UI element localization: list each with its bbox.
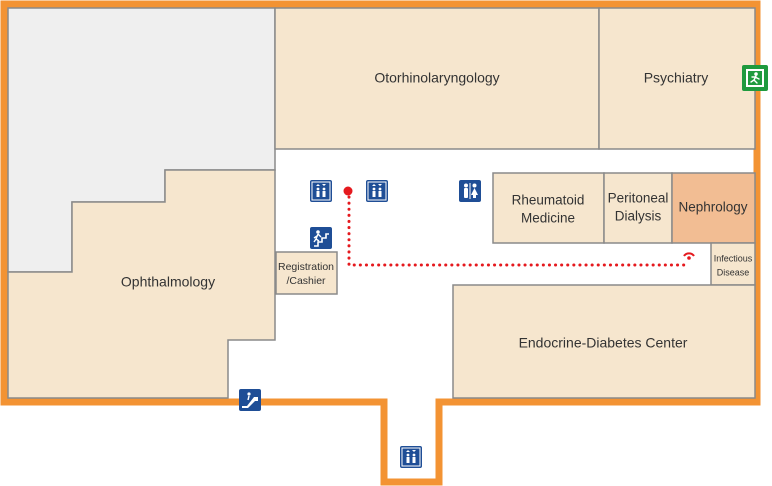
- you-are-here-icon: [343, 186, 353, 196]
- label-rheumatoid-line2: Medicine: [521, 211, 575, 226]
- elevator-icon[interactable]: [400, 446, 422, 468]
- label-registration-line2: /Cashier: [286, 275, 326, 287]
- label-peritoneal-line1: Peritoneal: [608, 191, 669, 206]
- label-registration-line1: Registration: [278, 261, 334, 273]
- label-rheumatoid-line1: Rheumatoid: [512, 193, 585, 208]
- room-infectious-disease[interactable]: [710, 242, 756, 286]
- label-otorhinolaryngology: Otorhinolaryngology: [374, 70, 499, 86]
- room-otorhinolaryngology[interactable]: [274, 7, 600, 150]
- destination-icon: [683, 252, 695, 260]
- room-registration-cashier[interactable]: [275, 251, 338, 295]
- label-infectious-line1: Infectious: [714, 253, 753, 263]
- label-ophthalmology: Ophthalmology: [121, 274, 215, 290]
- elevator-icon[interactable]: [310, 180, 332, 202]
- escalator-icon[interactable]: [239, 389, 261, 411]
- label-infectious-line2: Disease: [717, 267, 750, 277]
- room-endocrine-diabetes-center[interactable]: [452, 284, 756, 399]
- room-peritoneal-dialysis[interactable]: [603, 172, 673, 244]
- label-endocrine: Endocrine-Diabetes Center: [519, 335, 688, 351]
- stairs-icon[interactable]: [310, 227, 332, 249]
- elevator-icon[interactable]: [366, 180, 388, 202]
- room-psychiatry[interactable]: [598, 7, 756, 150]
- label-psychiatry: Psychiatry: [644, 70, 709, 86]
- room-rheumatoid-medicine[interactable]: [492, 172, 605, 244]
- restroom-icon[interactable]: [459, 180, 481, 202]
- room-ophthalmology[interactable]: [7, 169, 276, 399]
- emergency-exit-icon[interactable]: [742, 65, 768, 91]
- label-nephrology: Nephrology: [678, 200, 747, 215]
- route-path: [347, 195, 690, 267]
- label-peritoneal-line2: Dialysis: [615, 209, 662, 224]
